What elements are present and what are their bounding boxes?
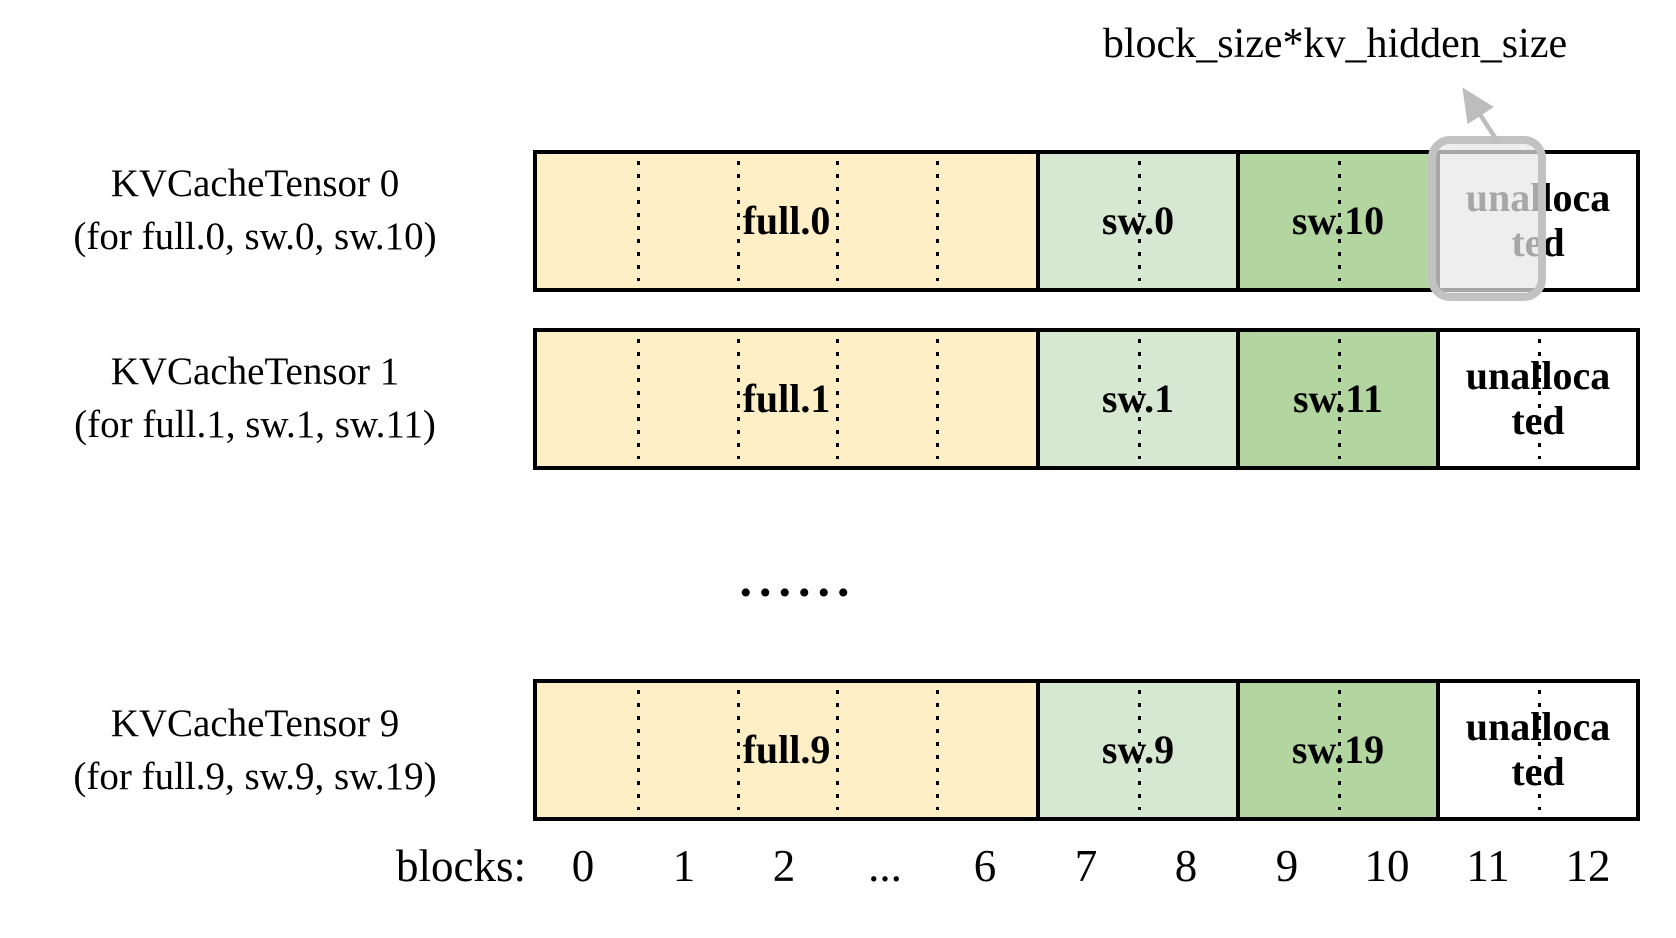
segment-full: full.0	[537, 154, 1036, 288]
block-tick: 10	[1364, 841, 1410, 891]
blocks-axis-label: blocks:	[396, 841, 526, 891]
rows-ellipsis: ......	[739, 551, 857, 607]
segment-unallocated: unalloca ted	[1436, 683, 1636, 817]
segment-label: full.0	[742, 197, 831, 243]
dotted-block-divider	[636, 161, 640, 281]
block-tick: 6	[973, 841, 997, 891]
dotted-block-divider	[1138, 690, 1141, 810]
dotted-block-divider	[636, 339, 640, 459]
dotted-block-divider	[1538, 339, 1541, 459]
annotation-label: block_size*kv_hidden_size	[1102, 21, 1568, 67]
segment-label: sw.1	[1101, 375, 1175, 421]
tensor-row-0-label: KVCacheTensor 0 (for full.0, sw.0, sw.10…	[10, 157, 500, 263]
segment-label: sw.10	[1291, 197, 1385, 243]
block-tick: ...	[868, 841, 902, 891]
block-tick: 2	[772, 841, 796, 891]
segment-label: sw.0	[1101, 197, 1175, 243]
block-highlight-box	[1428, 136, 1546, 301]
block-tick: 1	[672, 841, 696, 891]
segment-label: unalloca ted	[1465, 353, 1611, 443]
dotted-block-divider	[736, 690, 740, 810]
block-tick: 8	[1174, 841, 1198, 891]
dotted-block-divider	[1138, 339, 1141, 459]
dotted-block-divider	[1338, 339, 1341, 459]
block-tick: 12	[1565, 841, 1611, 891]
tensor-row-1-label: KVCacheTensor 1 (for full.1, sw.1, sw.11…	[10, 345, 500, 451]
block-tick: 7	[1074, 841, 1098, 891]
block-tick: 11	[1466, 841, 1510, 891]
segment-label: sw.19	[1291, 726, 1385, 772]
segment-label: sw.11	[1292, 375, 1384, 421]
block-tick: 0	[571, 841, 595, 891]
kv-cache-bar-1: full.1 sw.1 sw.11 unalloca ted	[533, 328, 1640, 470]
kv-cache-bar-9: full.9 sw.9 sw.19 unalloca ted	[533, 679, 1640, 821]
dotted-block-divider	[736, 161, 740, 281]
dotted-block-divider	[936, 690, 940, 810]
block-tick: 9	[1275, 841, 1299, 891]
segment-label: unalloca ted	[1465, 704, 1611, 794]
annotation-arrow-icon	[1462, 87, 1500, 144]
dotted-block-divider	[1338, 161, 1341, 281]
row-title: KVCacheTensor 1	[110, 350, 400, 393]
segment-sw: sw.1	[1036, 332, 1236, 466]
segment-full: full.1	[537, 332, 1036, 466]
segment-sw: sw.9	[1036, 683, 1236, 817]
tensor-row-9-label: KVCacheTensor 9 (for full.9, sw.9, sw.19…	[10, 697, 500, 803]
dotted-block-divider	[1138, 161, 1141, 281]
segment-label: full.1	[742, 375, 831, 421]
segment-label: full.9	[742, 726, 831, 772]
segment-sw-later: sw.10	[1236, 154, 1436, 288]
segment-sw-later: sw.11	[1236, 332, 1436, 466]
row-subtitle: (for full.1, sw.1, sw.11)	[74, 403, 436, 446]
dotted-block-divider	[736, 339, 740, 459]
dotted-block-divider	[836, 690, 840, 810]
dotted-block-divider	[1538, 690, 1541, 810]
dotted-block-divider	[1338, 690, 1341, 810]
dotted-block-divider	[936, 161, 940, 281]
row-subtitle: (for full.9, sw.9, sw.19)	[73, 755, 437, 798]
segment-label: sw.9	[1101, 726, 1175, 772]
segment-sw-later: sw.19	[1236, 683, 1436, 817]
dotted-block-divider	[836, 339, 840, 459]
row-title: KVCacheTensor 9	[110, 702, 400, 745]
segment-full: full.9	[537, 683, 1036, 817]
dotted-block-divider	[836, 161, 840, 281]
segment-sw: sw.0	[1036, 154, 1236, 288]
row-subtitle: (for full.0, sw.0, sw.10)	[73, 215, 437, 258]
dotted-block-divider	[936, 339, 940, 459]
segment-unallocated: unalloca ted	[1436, 332, 1636, 466]
dotted-block-divider	[636, 690, 640, 810]
row-title: KVCacheTensor 0	[110, 162, 400, 205]
